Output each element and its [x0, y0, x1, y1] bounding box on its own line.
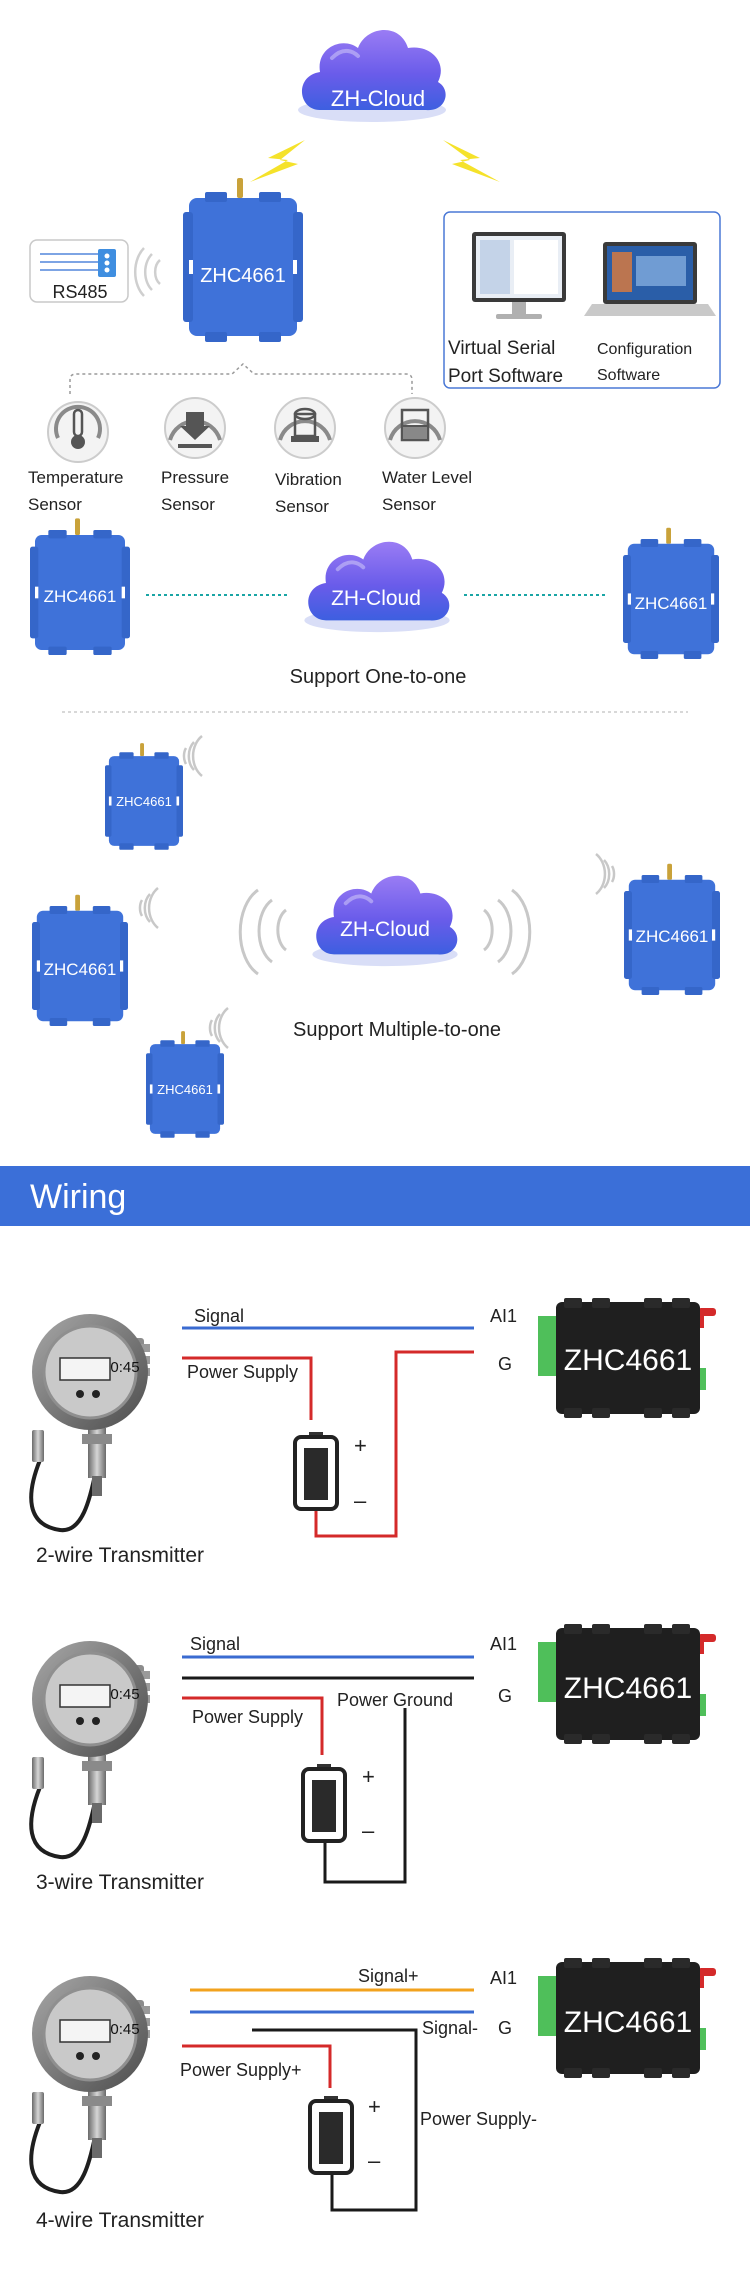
- one-to-one-device-left-label: ZHC4661: [44, 587, 117, 606]
- title-2wire: 2-wire Transmitter: [36, 1544, 204, 1567]
- battery-minus-4wire: –: [368, 2148, 381, 2173]
- g-label-2wire: G: [498, 1354, 512, 1374]
- signal-label-3wire: Signal: [190, 1634, 240, 1654]
- vibration-icon: [274, 397, 336, 459]
- battery-plus-2wire: +: [354, 1433, 367, 1458]
- power-supply-plus-label-4wire: Power Supply+: [180, 2060, 302, 2080]
- ai1-label-4wire: AI1: [490, 1968, 517, 1988]
- power-ground-label-3wire: Power Ground: [337, 1690, 453, 1710]
- multiple-to-one-caption: Support Multiple-to-one: [293, 1019, 501, 1041]
- gauge-display-4wire: 0:45: [110, 2021, 139, 2038]
- multi-device-3-label: ZHC4661: [157, 1082, 213, 1097]
- one-to-one-device-right-label: ZHC4661: [635, 594, 708, 613]
- signal-plus-label-4wire: Signal+: [358, 1966, 419, 1986]
- software-panel: [443, 211, 721, 389]
- pressure-gauge-icon: [164, 397, 226, 459]
- sensor-water-level-line1: Water Level: [382, 468, 472, 487]
- multi-device-2-label: ZHC4661: [44, 960, 117, 979]
- virtual-serial-line1: Virtual Serial: [448, 338, 555, 359]
- multi-device-4-signal-icon: [595, 853, 616, 895]
- sensor-temperature-line1: Temperature: [28, 468, 123, 487]
- ai1-label-2wire: AI1: [490, 1306, 517, 1326]
- wiring-title: Wiring: [30, 1178, 127, 1216]
- one-to-one-caption: Support One-to-one: [290, 666, 467, 688]
- device-label-4wire: ZHC4661: [564, 2006, 692, 2039]
- multi-device-4-label: ZHC4661: [636, 927, 709, 946]
- g-label-4wire: G: [498, 2018, 512, 2038]
- battery-plus-3wire: +: [362, 1764, 375, 1789]
- multi-cloud-waves-right: [483, 888, 532, 976]
- rs485-label: RS485: [52, 282, 107, 302]
- water-level-icon: [384, 397, 446, 459]
- sensor-pressure-line1: Pressure: [161, 468, 229, 487]
- title-4wire: 4-wire Transmitter: [36, 2209, 204, 2232]
- gauge-display-3wire: 0:45: [110, 1686, 139, 1703]
- config-software-line1: Configuration: [597, 341, 692, 358]
- config-software-line2: Software: [597, 367, 660, 384]
- power-supply-label-3wire: Power Supply: [192, 1707, 303, 1727]
- battery-minus-2wire: –: [354, 1488, 367, 1513]
- multi-device-3-signal-icon: [208, 1007, 229, 1049]
- virtual-serial-line2: Port Software: [448, 366, 563, 387]
- power-supply-label-2wire: Power Supply: [187, 1362, 298, 1382]
- wiring-3wire-diagram: [29, 1624, 716, 1884]
- ai1-label-3wire: AI1: [490, 1634, 517, 1654]
- device-label-2wire: ZHC4661: [564, 1344, 692, 1377]
- device-main-label: ZHC4661: [200, 265, 286, 287]
- sensor-water-level-line2: Sensor: [382, 495, 436, 514]
- wiring-section-header: Wiring: [0, 1166, 750, 1226]
- battery-plus-4wire: +: [368, 2094, 381, 2119]
- rs485-module: [29, 239, 129, 303]
- sensor-vibration-line1: Vibration: [275, 470, 342, 489]
- one-to-one-cloud-label: ZH-Cloud: [331, 587, 421, 610]
- power-supply-minus-label-4wire: Power Supply-: [420, 2109, 537, 2129]
- sensor-temperature-line2: Sensor: [28, 495, 82, 514]
- multi-device-1-label: ZHC4661: [116, 794, 172, 809]
- title-3wire: 3-wire Transmitter: [36, 1871, 204, 1894]
- signal-minus-label-4wire: Signal-: [422, 2018, 478, 2038]
- multi-device-1-signal-icon: [182, 735, 203, 777]
- gauge-display-2wire: 0:45: [110, 1359, 139, 1376]
- wiring-4wire-diagram: [29, 1958, 716, 2212]
- device-main: [183, 178, 303, 342]
- sensor-bracket: [69, 362, 413, 394]
- multi-cloud-waves-left: [238, 888, 287, 976]
- battery-minus-3wire: –: [362, 1818, 375, 1843]
- cloud-label: ZH-Cloud: [331, 86, 425, 111]
- wiring-2wire-diagram: [29, 1298, 716, 1538]
- signal-label-2wire: Signal: [194, 1306, 244, 1326]
- signal-waves-icon: [134, 247, 161, 297]
- device-label-3wire: ZHC4661: [564, 1672, 692, 1705]
- lightning-icon: [250, 140, 500, 182]
- multi-cloud-label: ZH-Cloud: [340, 918, 430, 941]
- sensor-vibration-line2: Sensor: [275, 497, 329, 516]
- sensor-pressure-line2: Sensor: [161, 495, 215, 514]
- thermometer-icon: [47, 401, 109, 463]
- multi-device-2-signal-icon: [138, 887, 159, 929]
- g-label-3wire: G: [498, 1686, 512, 1706]
